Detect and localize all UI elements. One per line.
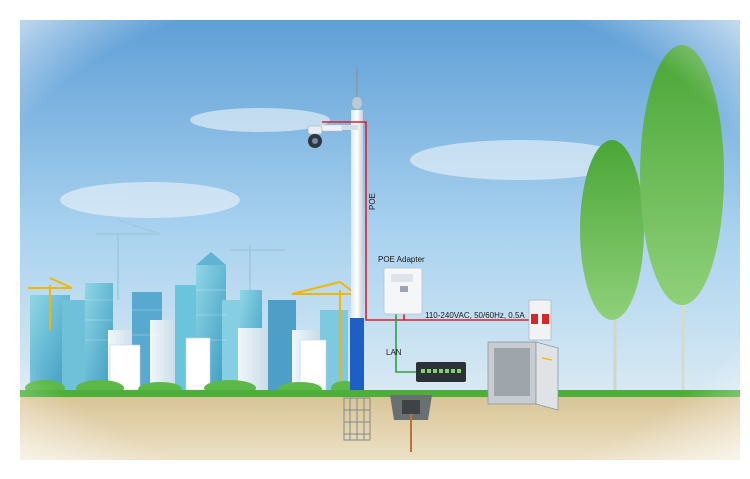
power-spec-label: 110-240VAC, 50/60Hz, 0.5A <box>425 311 525 320</box>
lan-cable <box>395 308 417 373</box>
pole-foundation-cage <box>343 397 371 441</box>
ptz-camera <box>307 125 323 148</box>
camera-pole <box>317 68 364 390</box>
outdoor-cabinet <box>487 341 559 411</box>
poe-adapter <box>383 267 423 315</box>
grounding-pit <box>390 395 432 452</box>
lan-cable-label: LAN <box>386 348 402 357</box>
poe-cable-label: POE <box>368 193 377 210</box>
network-switch <box>416 362 466 382</box>
circuit-breaker <box>528 299 552 341</box>
poe-adapter-label: POE Adapter <box>378 255 425 264</box>
